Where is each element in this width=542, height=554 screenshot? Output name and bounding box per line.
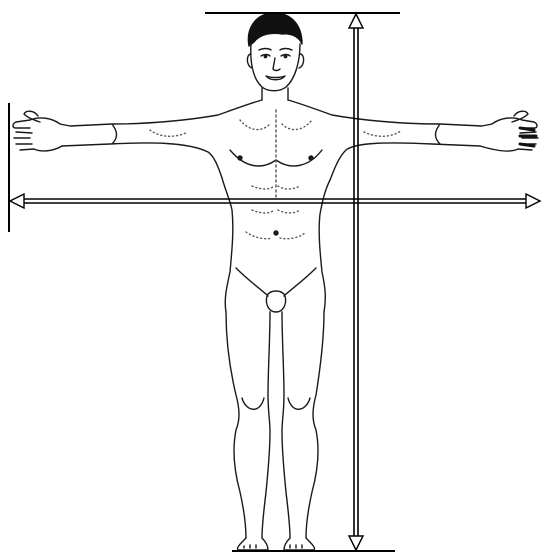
right-pupil bbox=[284, 55, 286, 57]
head bbox=[251, 44, 300, 91]
left-brow bbox=[259, 49, 271, 51]
left-forearm-detail bbox=[112, 124, 117, 144]
mouth bbox=[266, 76, 285, 80]
arms-lower-contour bbox=[62, 143, 480, 180]
left-leg-inner bbox=[262, 312, 270, 538]
toes bbox=[244, 545, 302, 548]
left-nipple bbox=[238, 156, 242, 160]
nose bbox=[273, 58, 280, 71]
right-foot bbox=[284, 538, 315, 550]
groin bbox=[236, 268, 316, 296]
measurement-lines bbox=[9, 13, 400, 551]
human-figure bbox=[13, 13, 538, 550]
left-leg bbox=[226, 312, 246, 538]
height-double-arrow-icon bbox=[349, 14, 363, 550]
armspan-double-arrow-icon bbox=[10, 194, 540, 208]
right-forearm-detail bbox=[436, 124, 441, 144]
left-hand bbox=[13, 118, 62, 151]
left-pupil bbox=[264, 55, 266, 57]
left-foot bbox=[237, 538, 268, 550]
right-leg-inner bbox=[282, 312, 290, 538]
navel bbox=[274, 231, 278, 235]
genitals bbox=[266, 291, 285, 312]
right-nipple bbox=[309, 156, 313, 160]
right-leg bbox=[306, 312, 324, 538]
torso-left-side bbox=[222, 178, 233, 312]
right-brow bbox=[280, 49, 292, 51]
hair bbox=[248, 13, 302, 46]
left-knee bbox=[242, 398, 264, 409]
right-knee bbox=[288, 398, 310, 409]
